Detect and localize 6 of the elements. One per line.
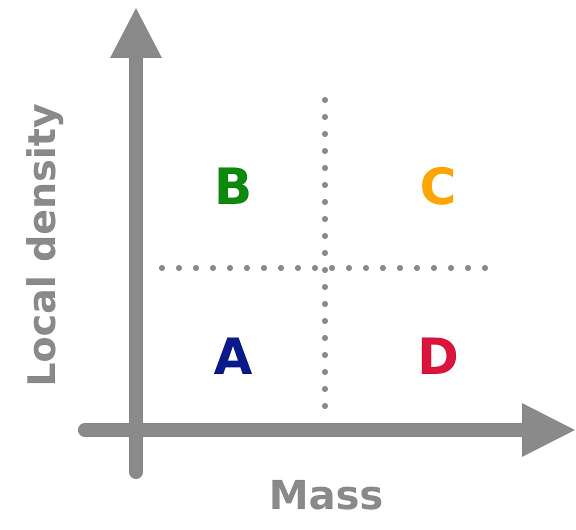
quadrant-label: C (420, 162, 456, 212)
axis-title: Mass (268, 476, 384, 516)
quadrant-label: A (214, 332, 252, 382)
quadrant-label: B (214, 162, 252, 212)
quadrant-label: D (417, 332, 459, 382)
axis-title: Local density (23, 103, 61, 387)
